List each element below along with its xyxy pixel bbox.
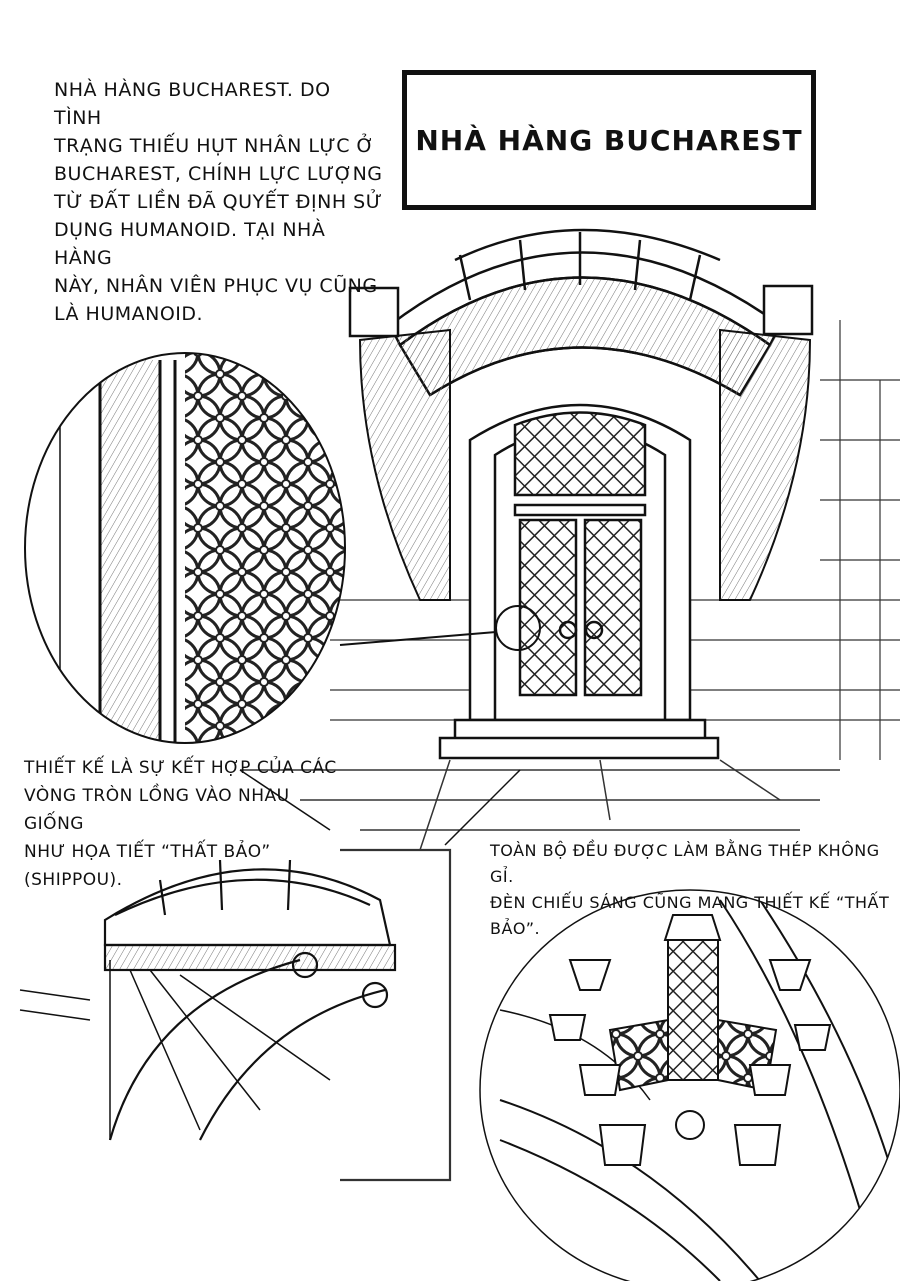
- canopy: [348, 228, 814, 397]
- doorway: [438, 403, 720, 760]
- zoom-marker: [495, 605, 541, 651]
- pointer-line-steel: [444, 769, 521, 846]
- zoom-line: [339, 631, 497, 646]
- title-text: NHÀ HÀNG BUCHAREST: [415, 123, 803, 157]
- pavement: [240, 759, 840, 851]
- caption-design: THIẾT KẾ LÀ SỰ KẾT HỢP CỦA CÁC VÒNG TRÒN…: [24, 758, 337, 890]
- chandelier-detail-oval: [480, 890, 900, 1281]
- side-brackets: [358, 328, 812, 601]
- canopy-closeup: [19, 848, 452, 1182]
- title-box: NHÀ HÀNG BUCHAREST: [402, 70, 816, 210]
- caption-intro: NHÀ HÀNG BUCHAREST. DO TÌNH TRẠNG THIẾU …: [54, 79, 383, 325]
- shippou-detail-oval: [25, 353, 345, 743]
- pointer-line-design: [239, 769, 331, 831]
- caption-steel: TOÀN BỘ ĐỀU ĐƯỢC LÀM BẰNG THÉP KHÔNG GỈ.…: [490, 841, 890, 938]
